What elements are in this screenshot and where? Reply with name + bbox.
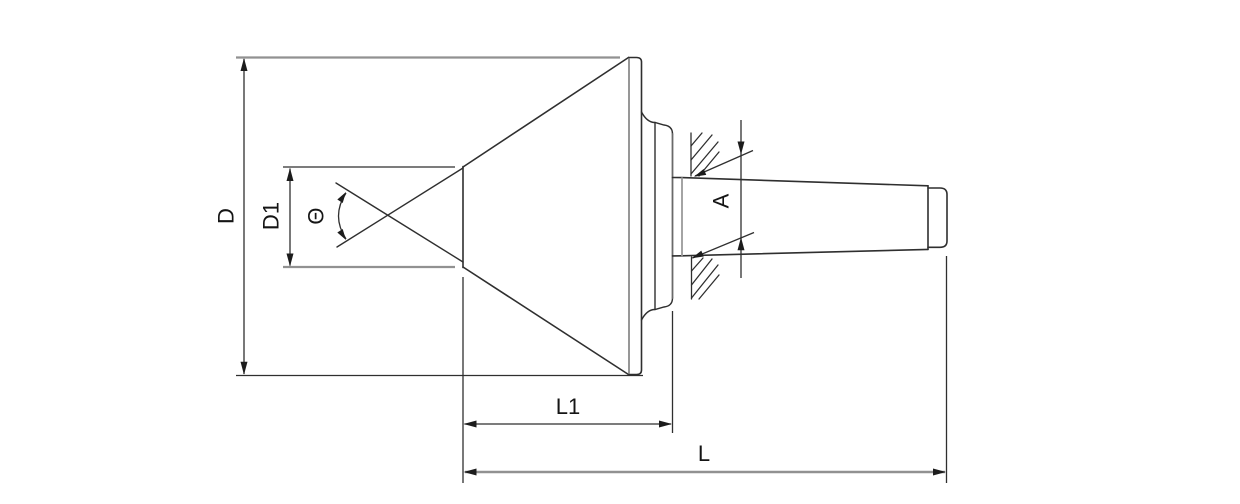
- hatch-line: [690, 134, 713, 161]
- arrowhead-down: [737, 141, 745, 155]
- arc-arrowhead-bottom: [337, 229, 346, 240]
- hatch-line: [690, 141, 719, 175]
- hatch-line: [698, 274, 720, 300]
- internal-cone-line-1: [335, 182, 464, 263]
- label-A: A: [709, 193, 734, 208]
- spindle-hatching-bottom: [690, 256, 720, 300]
- arrowhead-down: [240, 361, 248, 375]
- arrowhead-up: [240, 58, 248, 71]
- base-disc-outline: [627, 56, 643, 376]
- label-D1: D1: [259, 202, 284, 230]
- cone-upper-edge: [462, 56, 630, 168]
- label-L1: L1: [556, 394, 580, 419]
- dimension-L1: [462, 277, 674, 483]
- tang-outline: [927, 187, 948, 249]
- internal-cone-line-2: [336, 167, 464, 248]
- flange-bottom-profile: [640, 297, 674, 321]
- oblique-arrowhead-bottom: [691, 250, 704, 259]
- hatch-line: [690, 132, 703, 147]
- hatch-line: [690, 264, 719, 299]
- shank-top-edge: [671, 176, 929, 187]
- dimension-D: [236, 56, 643, 377]
- label-D: D: [214, 208, 239, 224]
- arrowhead-down: [286, 253, 294, 267]
- label-L: L: [698, 441, 710, 466]
- angle-theta: [337, 192, 347, 240]
- spindle-hatching-top: [690, 132, 720, 177]
- hatch-line: [690, 257, 704, 272]
- arrowhead-right: [659, 420, 672, 428]
- oblique-extension-bottom: [692, 231, 755, 259]
- arrowhead-left: [463, 420, 477, 428]
- dimension-A: [691, 120, 755, 278]
- arrowhead-right: [933, 468, 946, 476]
- arrowhead-left: [463, 468, 477, 476]
- oblique-arrowhead-top: [694, 168, 707, 177]
- arc-arrowhead-top: [337, 192, 346, 203]
- dimension-L: [463, 256, 948, 483]
- hatch-line: [690, 258, 713, 286]
- dimension-D1: [283, 166, 455, 269]
- part-outline: [335, 56, 948, 376]
- arrowhead-up: [737, 237, 745, 251]
- cone-lower-edge: [462, 266, 630, 376]
- flange-top-profile: [640, 111, 674, 135]
- arrowhead-up: [286, 168, 294, 181]
- label-theta: Θ: [304, 207, 329, 224]
